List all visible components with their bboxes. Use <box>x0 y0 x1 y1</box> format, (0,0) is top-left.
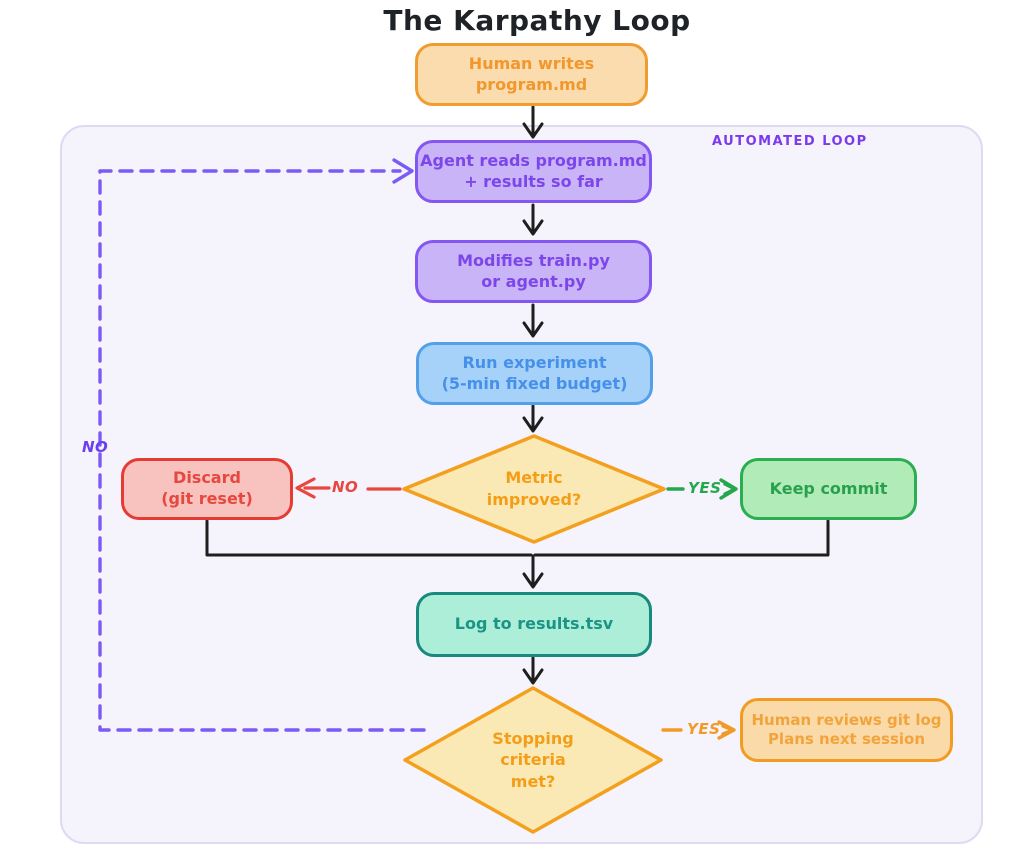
stopping-criteria-label: Stopping criteria met? <box>492 728 574 791</box>
automated-loop-label: AUTOMATED LOOP <box>712 134 868 149</box>
node-discard-git-reset: Discard (git reset) <box>121 458 293 520</box>
stopping-yes-edge-label: YES <box>687 720 721 738</box>
metric-yes-edge-label: YES <box>688 479 722 497</box>
node-agent-reads-program: Agent reads program.md + results so far <box>415 140 652 203</box>
node-run-experiment: Run experiment (5-min fixed budget) <box>416 342 653 405</box>
metric-no-edge-label: NO <box>332 478 359 496</box>
node-log-results-tsv: Log to results.tsv <box>416 592 652 657</box>
node-keep-commit: Keep commit <box>740 458 917 520</box>
diagram-title: The Karpathy Loop <box>383 4 691 37</box>
loop-back-no-edge-label: NO <box>82 438 109 456</box>
node-human-reviews-git-log: Human reviews git log Plans next session <box>740 698 953 762</box>
node-modifies-train-py: Modifies train.py or agent.py <box>415 240 652 303</box>
metric-improved-label: Metric improved? <box>486 468 582 509</box>
node-human-writes-program: Human writes program.md <box>415 43 648 106</box>
